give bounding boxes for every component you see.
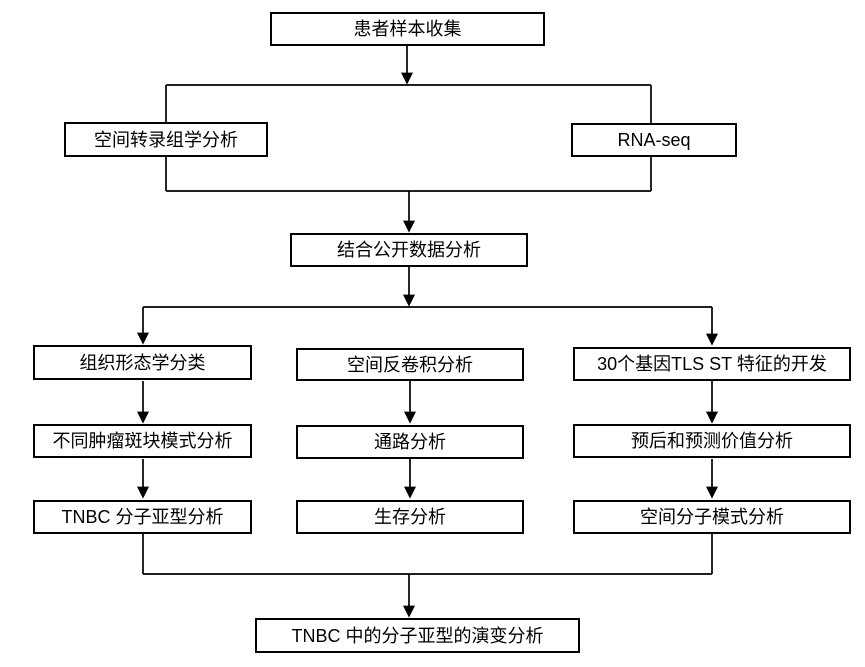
node-rna-seq: RNA-seq: [571, 123, 737, 157]
node-pathway-analysis: 通路分析: [296, 425, 524, 459]
node-tumor-patch-pattern-analysis: 不同肿瘤斑块模式分析: [33, 424, 252, 458]
node-spatial-transcriptomics-analysis: 空间转录组学分析: [64, 122, 268, 157]
node-spatial-molecular-pattern-analysis: 空间分子模式分析: [573, 500, 851, 534]
node-patient-sample-collection: 患者样本收集: [270, 12, 545, 46]
node-prognostic-predictive-value-analysis: 预后和预测价值分析: [573, 424, 851, 458]
edge-group-merge-public: [165, 157, 652, 233]
node-survival-analysis: 生存分析: [296, 500, 524, 534]
edge-group-columns: [137, 381, 718, 499]
edge-group-merge-evolution: [142, 534, 713, 618]
node-tnbc-molecular-subtype-analysis: TNBC 分子亚型分析: [33, 500, 252, 534]
edge-group-collect-split: [165, 46, 652, 123]
node-tls-st-signature-development: 30个基因TLS ST 特征的开发: [573, 347, 851, 381]
node-public-data-analysis: 结合公开数据分析: [290, 233, 528, 267]
edge-group-public-split: [137, 267, 718, 346]
node-subtype-evolution-analysis: TNBC 中的分子亚型的演变分析: [255, 618, 580, 653]
node-spatial-deconvolution-analysis: 空间反卷积分析: [296, 348, 524, 381]
node-histomorphology-classification: 组织形态学分类: [33, 345, 252, 380]
